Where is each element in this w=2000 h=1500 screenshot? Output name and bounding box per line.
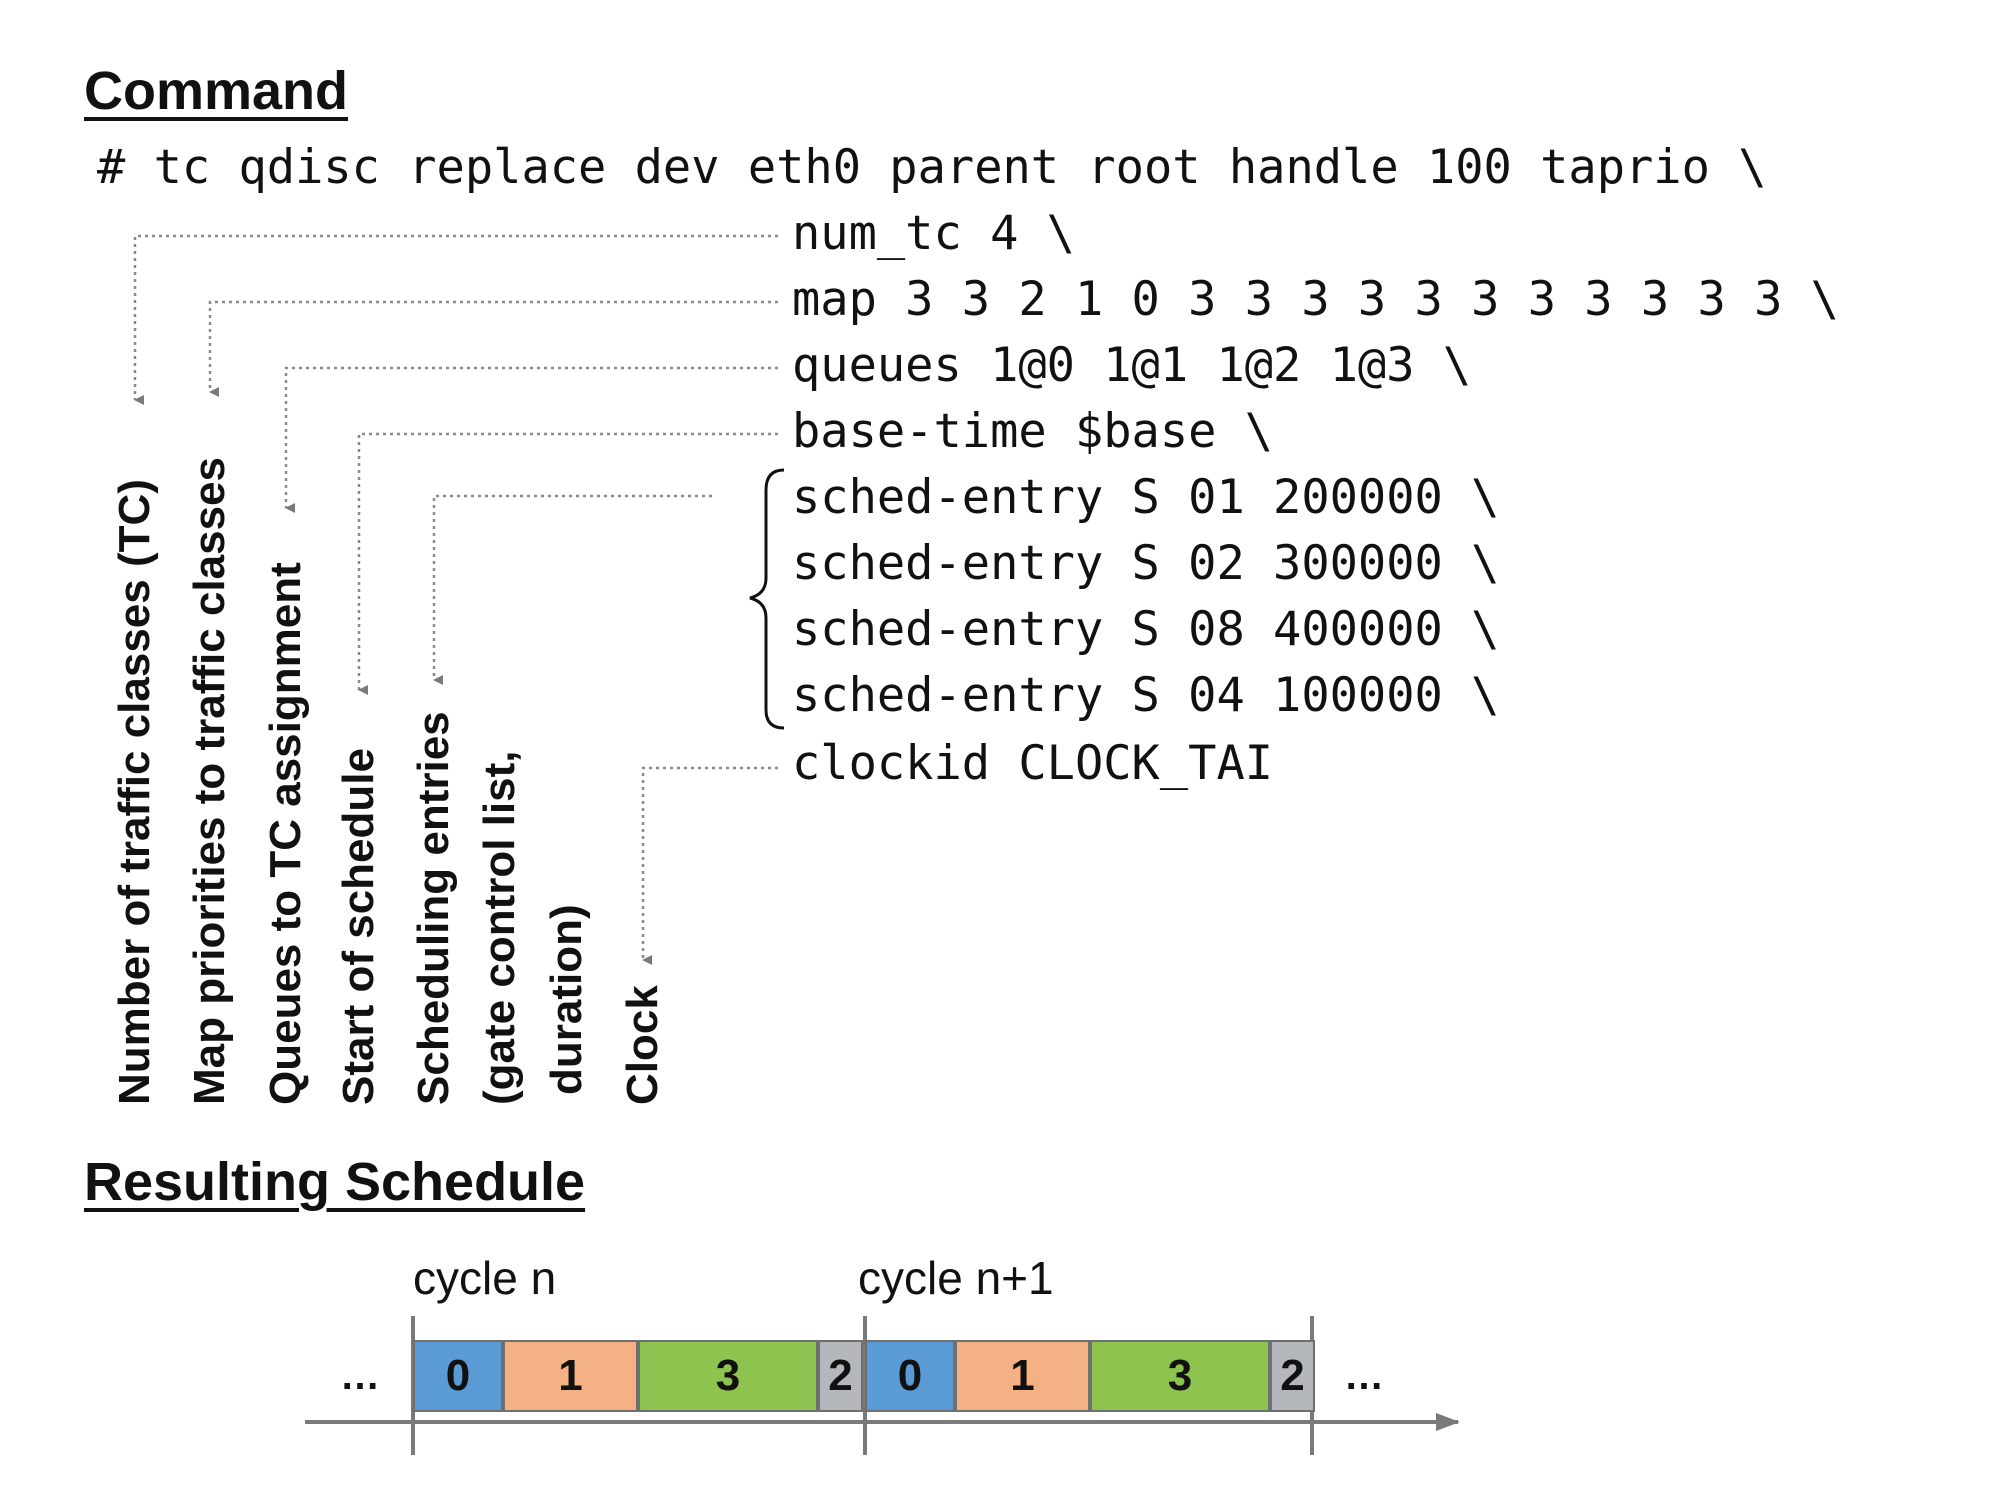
- schedule-slot-tc-2: 2: [818, 1340, 863, 1412]
- annotation-base-time: Start of schedule: [334, 748, 383, 1105]
- schedule-slot-tc-3: 3: [638, 1340, 818, 1412]
- command-line-base-time: base-time $base \: [792, 404, 1274, 459]
- cycle-label: cycle n: [413, 1252, 557, 1304]
- connector-base-time: [357, 432, 778, 695]
- command-line-sched-entry: sched-entry S 04 100000 \: [792, 668, 1500, 723]
- cycle-label: cycle n+1: [858, 1252, 1054, 1304]
- schedule-slot-tc-0: 0: [413, 1340, 503, 1412]
- command-line-sched-entry: sched-entry S 01 200000 \: [792, 470, 1500, 525]
- schedule-heading: Resulting Schedule: [84, 1152, 586, 1212]
- command-line: # tc qdisc replace dev eth0 parent root …: [97, 140, 1767, 195]
- annotation-map: Map priorities to traffic classes: [185, 457, 234, 1105]
- annotation-sched-entries: Scheduling entries: [409, 711, 458, 1105]
- schedule-slot-tc-2: 2: [1270, 1340, 1315, 1412]
- connector-sched-entries: [432, 494, 712, 685]
- command-line-sched-entry: sched-entry S 08 400000 \: [792, 602, 1500, 657]
- schedule-slot-tc-3: 3: [1090, 1340, 1270, 1412]
- command-line-sched-entry: sched-entry S 02 300000 \: [792, 536, 1500, 591]
- annotation-sched-entries-detail: (gate control list,: [475, 750, 524, 1105]
- schedule-slot-tc-1: 1: [503, 1340, 638, 1412]
- connector-map: [208, 300, 778, 397]
- annotation-num-tc: Number of traffic classes (TC): [110, 479, 159, 1105]
- command-line-clockid: clockid CLOCK_TAI: [792, 736, 1274, 791]
- command-heading: Command: [84, 61, 349, 121]
- annotation-queues: Queues to TC assignment: [261, 562, 310, 1105]
- connector-clockid: [641, 766, 778, 965]
- sched-entry-brace: [749, 468, 785, 730]
- command-line-queues: queues 1@0 1@1 1@2 1@3 \: [792, 338, 1472, 393]
- connector-queues: [284, 366, 778, 513]
- annotation-clockid: Clock: [618, 985, 667, 1105]
- timeline-ellipsis-right: …: [1344, 1354, 1384, 1398]
- schedule-slot-tc-1: 1: [955, 1340, 1090, 1412]
- schedule-slot-tc-0: 0: [865, 1340, 955, 1412]
- command-line-map: map 3 3 2 1 0 3 3 3 3 3 3 3 3 3 3 3 \: [792, 272, 1839, 327]
- annotation-sched-entries-detail: duration): [542, 904, 591, 1095]
- timeline-ellipsis-left: …: [340, 1354, 380, 1398]
- command-line-num-tc: num_tc 4 \: [792, 206, 1075, 261]
- connector-num-tc: [133, 234, 778, 405]
